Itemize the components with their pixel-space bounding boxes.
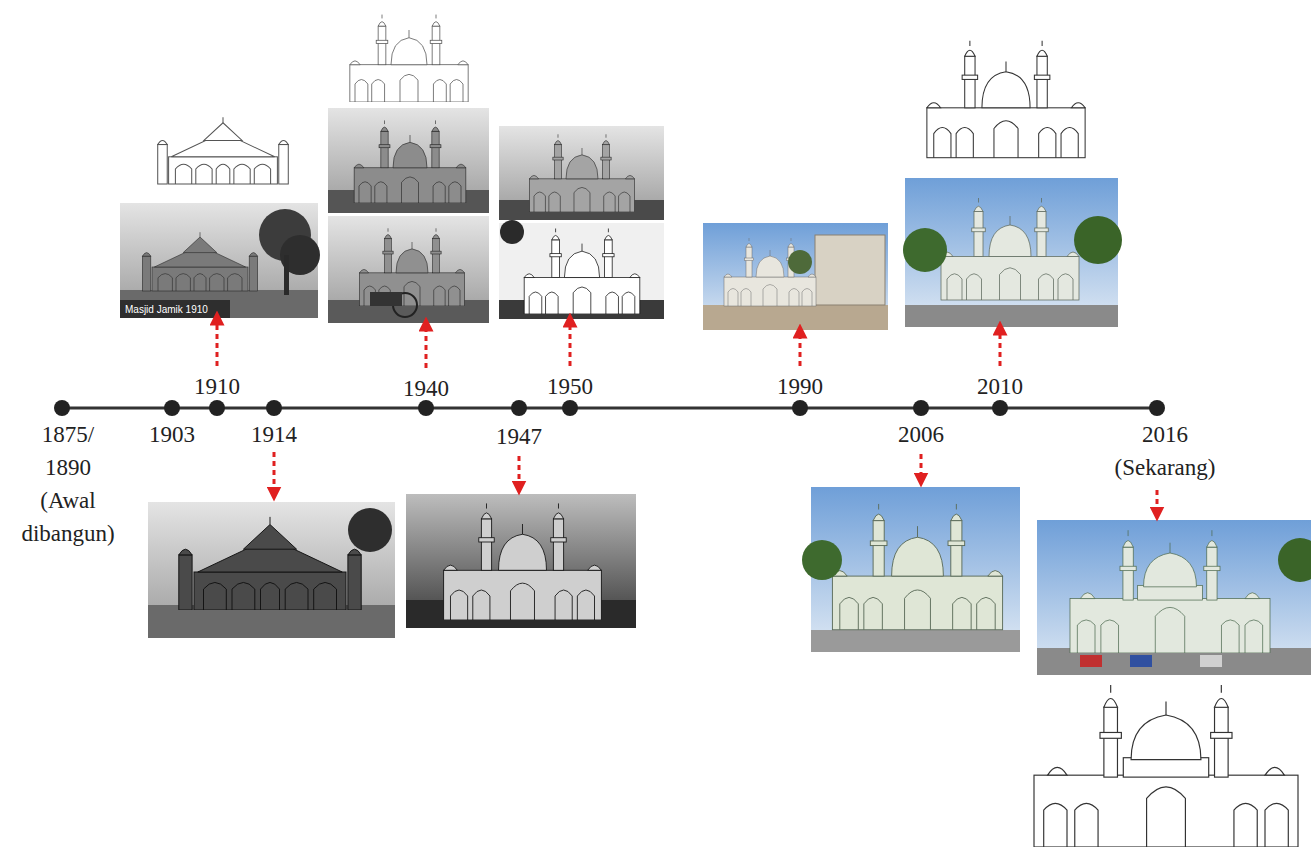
year-label: 1990	[777, 370, 823, 403]
year-label: 1940	[403, 372, 449, 405]
mosque-photo	[903, 178, 1122, 327]
year-label: 1875/ 1890 (Awal dibangun)	[21, 418, 114, 550]
mosque-photo	[802, 487, 1020, 652]
year-label: 2016 (Sekarang)	[1115, 418, 1216, 484]
mosque-drawing	[350, 15, 468, 102]
year-label: 2010	[977, 370, 1023, 403]
mosque-drawing	[1034, 685, 1298, 847]
year-label: 1903	[149, 418, 195, 451]
photo-caption: Masjid Jamik 1910	[125, 304, 208, 316]
year-label: 2006	[898, 418, 944, 451]
year-label: 1914	[251, 418, 297, 451]
timeline-axis	[54, 400, 1165, 416]
mosque-photo	[120, 203, 320, 318]
mosque-photo	[703, 223, 888, 330]
mosque-photo	[148, 502, 395, 638]
year-label: 1910	[194, 370, 240, 403]
pointer-arrow	[217, 318, 1157, 514]
mosque-photo	[328, 108, 489, 323]
mosque-drawing	[158, 117, 289, 184]
mosque-photo	[1037, 520, 1311, 675]
mosque-photo	[406, 494, 636, 628]
year-label: 1947	[496, 420, 542, 453]
mosque-drawing	[927, 41, 1085, 158]
year-label: 1950	[547, 370, 593, 403]
mosque-photo	[499, 126, 664, 319]
